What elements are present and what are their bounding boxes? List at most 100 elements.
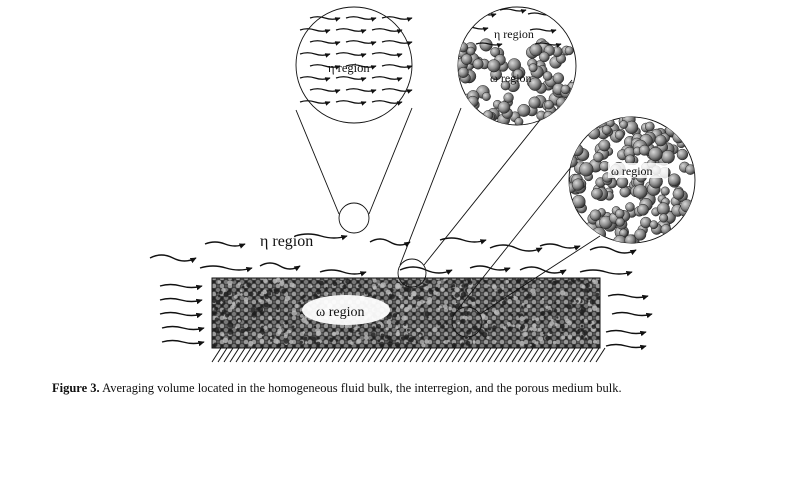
bed-grain (262, 289, 268, 295)
bed-grain (344, 324, 349, 329)
bed-grain (281, 279, 284, 282)
bed-grain (311, 336, 317, 341)
bed-grain (543, 316, 547, 320)
bed-grain (583, 318, 588, 323)
bed-grain (501, 287, 505, 290)
bed-grain (575, 330, 581, 335)
bed-grain (448, 306, 453, 311)
averaging-volume-fluid (295, 6, 413, 234)
bed-grain (316, 341, 321, 346)
bed-grain (529, 327, 534, 331)
hatch-line (457, 347, 468, 363)
bed-grain (243, 297, 249, 302)
bed-grain (335, 331, 340, 335)
bed-grain (326, 292, 329, 295)
bed-grain (251, 312, 257, 318)
bed-grain (586, 300, 589, 303)
bed-grain (310, 285, 313, 288)
flow-arrow (381, 40, 413, 46)
hatch-line (535, 347, 546, 363)
bed-grain (548, 305, 551, 309)
porous-grain (544, 99, 554, 110)
bed-grain (418, 296, 422, 300)
bed-grain (556, 316, 559, 319)
porous-grain (466, 46, 476, 56)
bed-grain (526, 304, 531, 309)
hatch-line (523, 347, 534, 363)
bed-grain (465, 340, 471, 346)
bed-grain (454, 287, 460, 293)
bed-grain (421, 343, 426, 348)
bed-grain (519, 340, 525, 346)
bed-grain (587, 343, 591, 347)
bed-grain (592, 305, 598, 311)
bed-grain (549, 331, 553, 335)
bed-grain (510, 314, 514, 317)
bed-grain (552, 340, 557, 345)
porous-grain (616, 176, 629, 189)
bed-grain (385, 289, 391, 295)
bed-grain (411, 290, 417, 297)
bed-grain (422, 300, 426, 304)
porous-grain (528, 96, 541, 109)
bed-grain (483, 279, 486, 283)
bed-grain (316, 289, 322, 295)
porous-grain (461, 53, 473, 65)
hatch-line (247, 347, 258, 363)
bed-grain (529, 330, 532, 333)
bed-grain (443, 304, 448, 309)
bed-grain (545, 336, 550, 341)
flow-arrow (299, 28, 331, 34)
porous-grain (481, 92, 491, 101)
bed-grain (372, 286, 376, 290)
bed-grain (554, 280, 558, 284)
bed-grain (263, 302, 269, 308)
bed-grain (286, 329, 291, 334)
bed-grain (396, 306, 399, 309)
bed-grain (454, 293, 460, 298)
flow-arrow (319, 269, 367, 277)
bed-grain (466, 329, 471, 335)
bed-grain (400, 298, 403, 301)
ground-hatching (211, 347, 606, 363)
bed-grain (582, 330, 588, 336)
bed-grain (245, 301, 249, 305)
bed-grain (540, 310, 546, 316)
porous-grain (517, 103, 531, 117)
porous-grain (589, 209, 602, 221)
flow-arrow (335, 52, 367, 58)
porous-grain (676, 148, 689, 161)
bed-grain (215, 291, 218, 294)
bed-grain (373, 294, 377, 298)
bed-grain (461, 342, 465, 346)
bed-grain (549, 321, 554, 326)
bed-grain (443, 278, 446, 282)
hatch-line (559, 347, 570, 363)
omega-region-clearing (302, 295, 390, 325)
bed-grain (301, 317, 307, 324)
flow-arrow (589, 246, 637, 256)
hatch-line (469, 347, 480, 363)
bed-grain (217, 330, 220, 334)
hatch-line (541, 347, 552, 363)
bed-grain (394, 342, 401, 348)
bed-grain (326, 344, 329, 347)
flow-arrow (335, 28, 367, 34)
bed-grain (423, 286, 427, 290)
flow-arrow (611, 311, 653, 319)
bed-grain (294, 303, 299, 309)
caption-text: Averaging volume located in the homogene… (99, 381, 622, 395)
bed-grain (284, 295, 291, 301)
bed-grain (364, 291, 368, 295)
porous-grain (579, 162, 594, 177)
bed-grain (385, 327, 389, 331)
porous-bed: ω region (211, 277, 601, 349)
bed-grain (545, 305, 549, 309)
bed-grain (472, 325, 478, 331)
hatch-line (505, 347, 516, 363)
hatch-line (229, 347, 240, 363)
bed-grain (580, 324, 584, 328)
bed-grain (263, 278, 268, 284)
bed-grain (227, 322, 234, 328)
porous-grain (661, 149, 675, 164)
